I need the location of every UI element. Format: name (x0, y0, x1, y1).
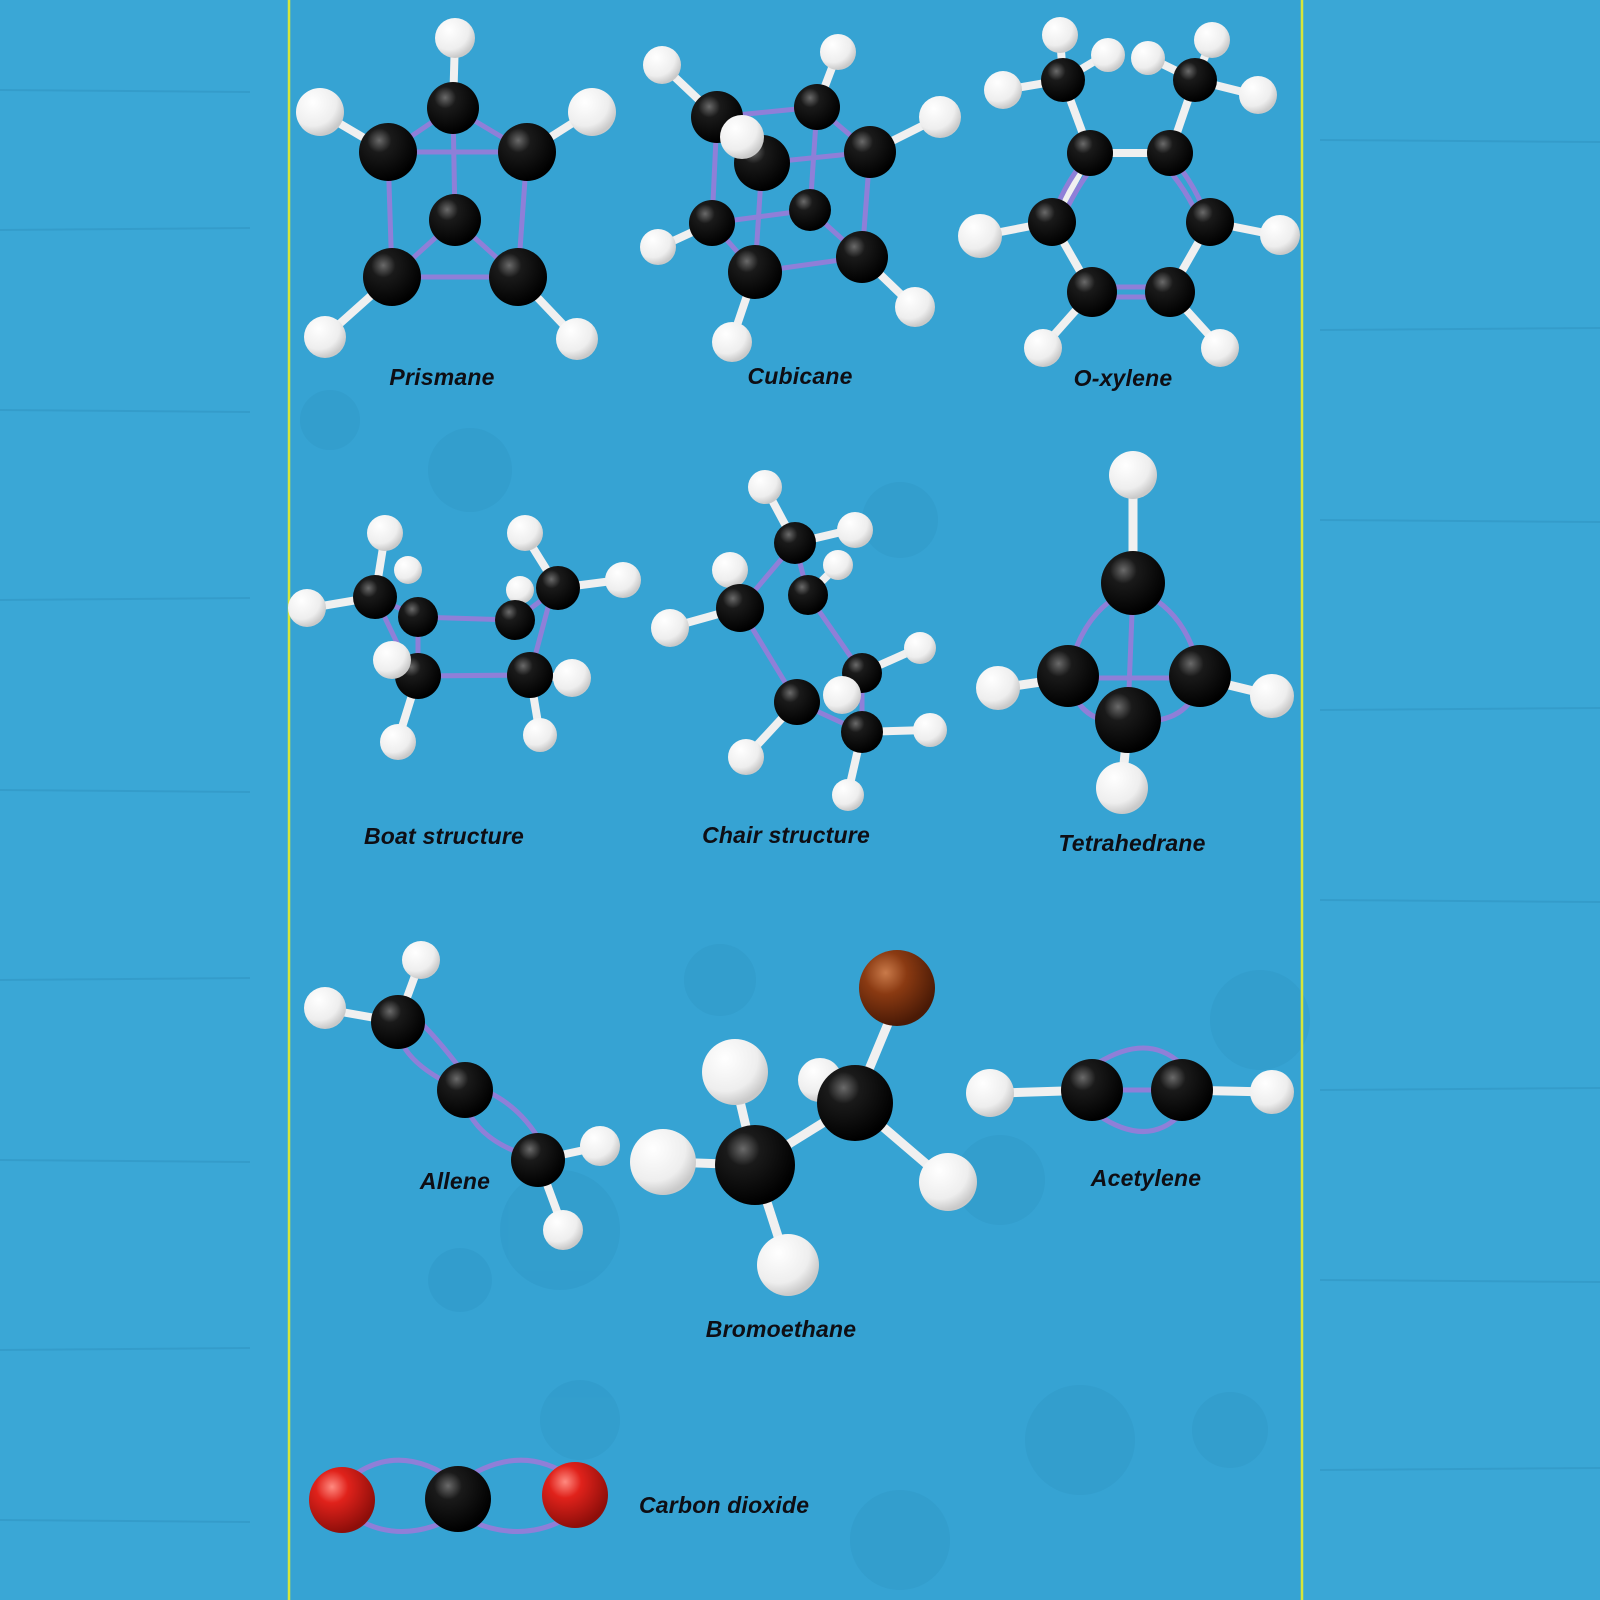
boat-structure-label: Boat structure (364, 823, 524, 849)
chair-structure-label: Chair structure (702, 822, 870, 848)
texture-streaks (0, 89, 1600, 1523)
cubicane-label: Cubicane (747, 363, 853, 389)
chair-structure-model (651, 470, 947, 811)
tetrahedrane-model (976, 451, 1294, 814)
carbon-dioxide-model (309, 1457, 608, 1534)
bromoethane-model (630, 950, 977, 1296)
acetylene-label: Acetylene (1090, 1165, 1202, 1191)
carbon-dioxide-label: Carbon dioxide (639, 1492, 810, 1518)
prismane-label: Prismane (389, 364, 495, 390)
tetrahedrane-label: Tetrahedrane (1058, 830, 1206, 856)
oxylene-label: O-xylene (1073, 365, 1173, 391)
oxylene-model (958, 17, 1300, 367)
acetylene-model (966, 1045, 1294, 1134)
allene-label: Allene (419, 1168, 491, 1194)
cubicane-model (640, 34, 961, 362)
prismane-model (296, 18, 616, 360)
faint-bubbles (300, 390, 1310, 1590)
bromoethane-label: Bromoethane (705, 1316, 857, 1342)
boat-structure-model (288, 515, 641, 760)
allene-model (304, 941, 620, 1250)
